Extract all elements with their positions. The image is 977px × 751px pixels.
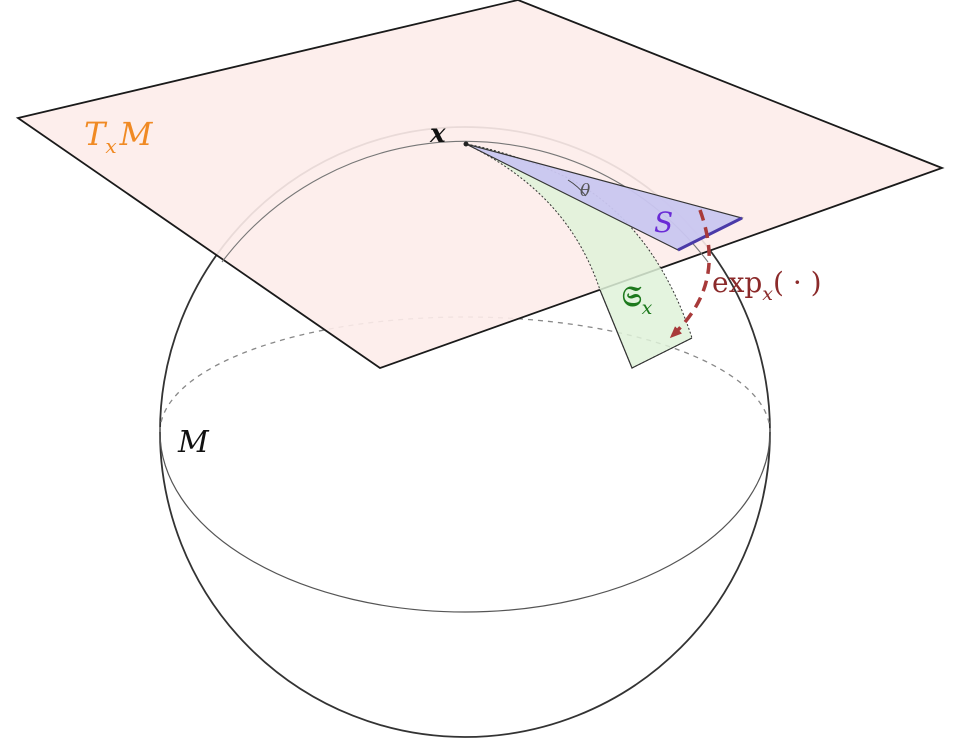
tangent-plane bbox=[15, 0, 945, 370]
tangent-sector-label: S bbox=[654, 206, 673, 239]
exp-map-label-fn: exp bbox=[712, 266, 762, 299]
exp-map-label-sub: x bbox=[762, 283, 773, 305]
manifold-sector-edge-solid bbox=[599, 289, 693, 369]
base-point-label: x bbox=[429, 119, 446, 149]
tangent-plane-label-main: T bbox=[84, 115, 108, 153]
manifold-label: M bbox=[177, 425, 210, 460]
tangent-sector-dark-edge bbox=[677, 216, 743, 252]
manifold-sector-label-main: 𝔖 bbox=[622, 280, 642, 313]
manifold-sector-label: 𝔖x bbox=[622, 280, 653, 319]
sphere-equator-front bbox=[159, 431, 771, 613]
tangent-plane-label: TxM bbox=[84, 115, 154, 158]
angle-label: θ bbox=[580, 181, 590, 201]
exp-map-label: expx( · ) bbox=[712, 266, 822, 305]
base-point bbox=[463, 141, 469, 147]
tangent-plane-label-sub: x bbox=[105, 134, 116, 158]
exp-map-label-arg: ( · ) bbox=[773, 266, 822, 299]
manifold-sector-label-sub: x bbox=[642, 297, 653, 319]
angle-arc bbox=[567, 179, 587, 197]
tangent-plane-label-tail: M bbox=[119, 115, 154, 153]
